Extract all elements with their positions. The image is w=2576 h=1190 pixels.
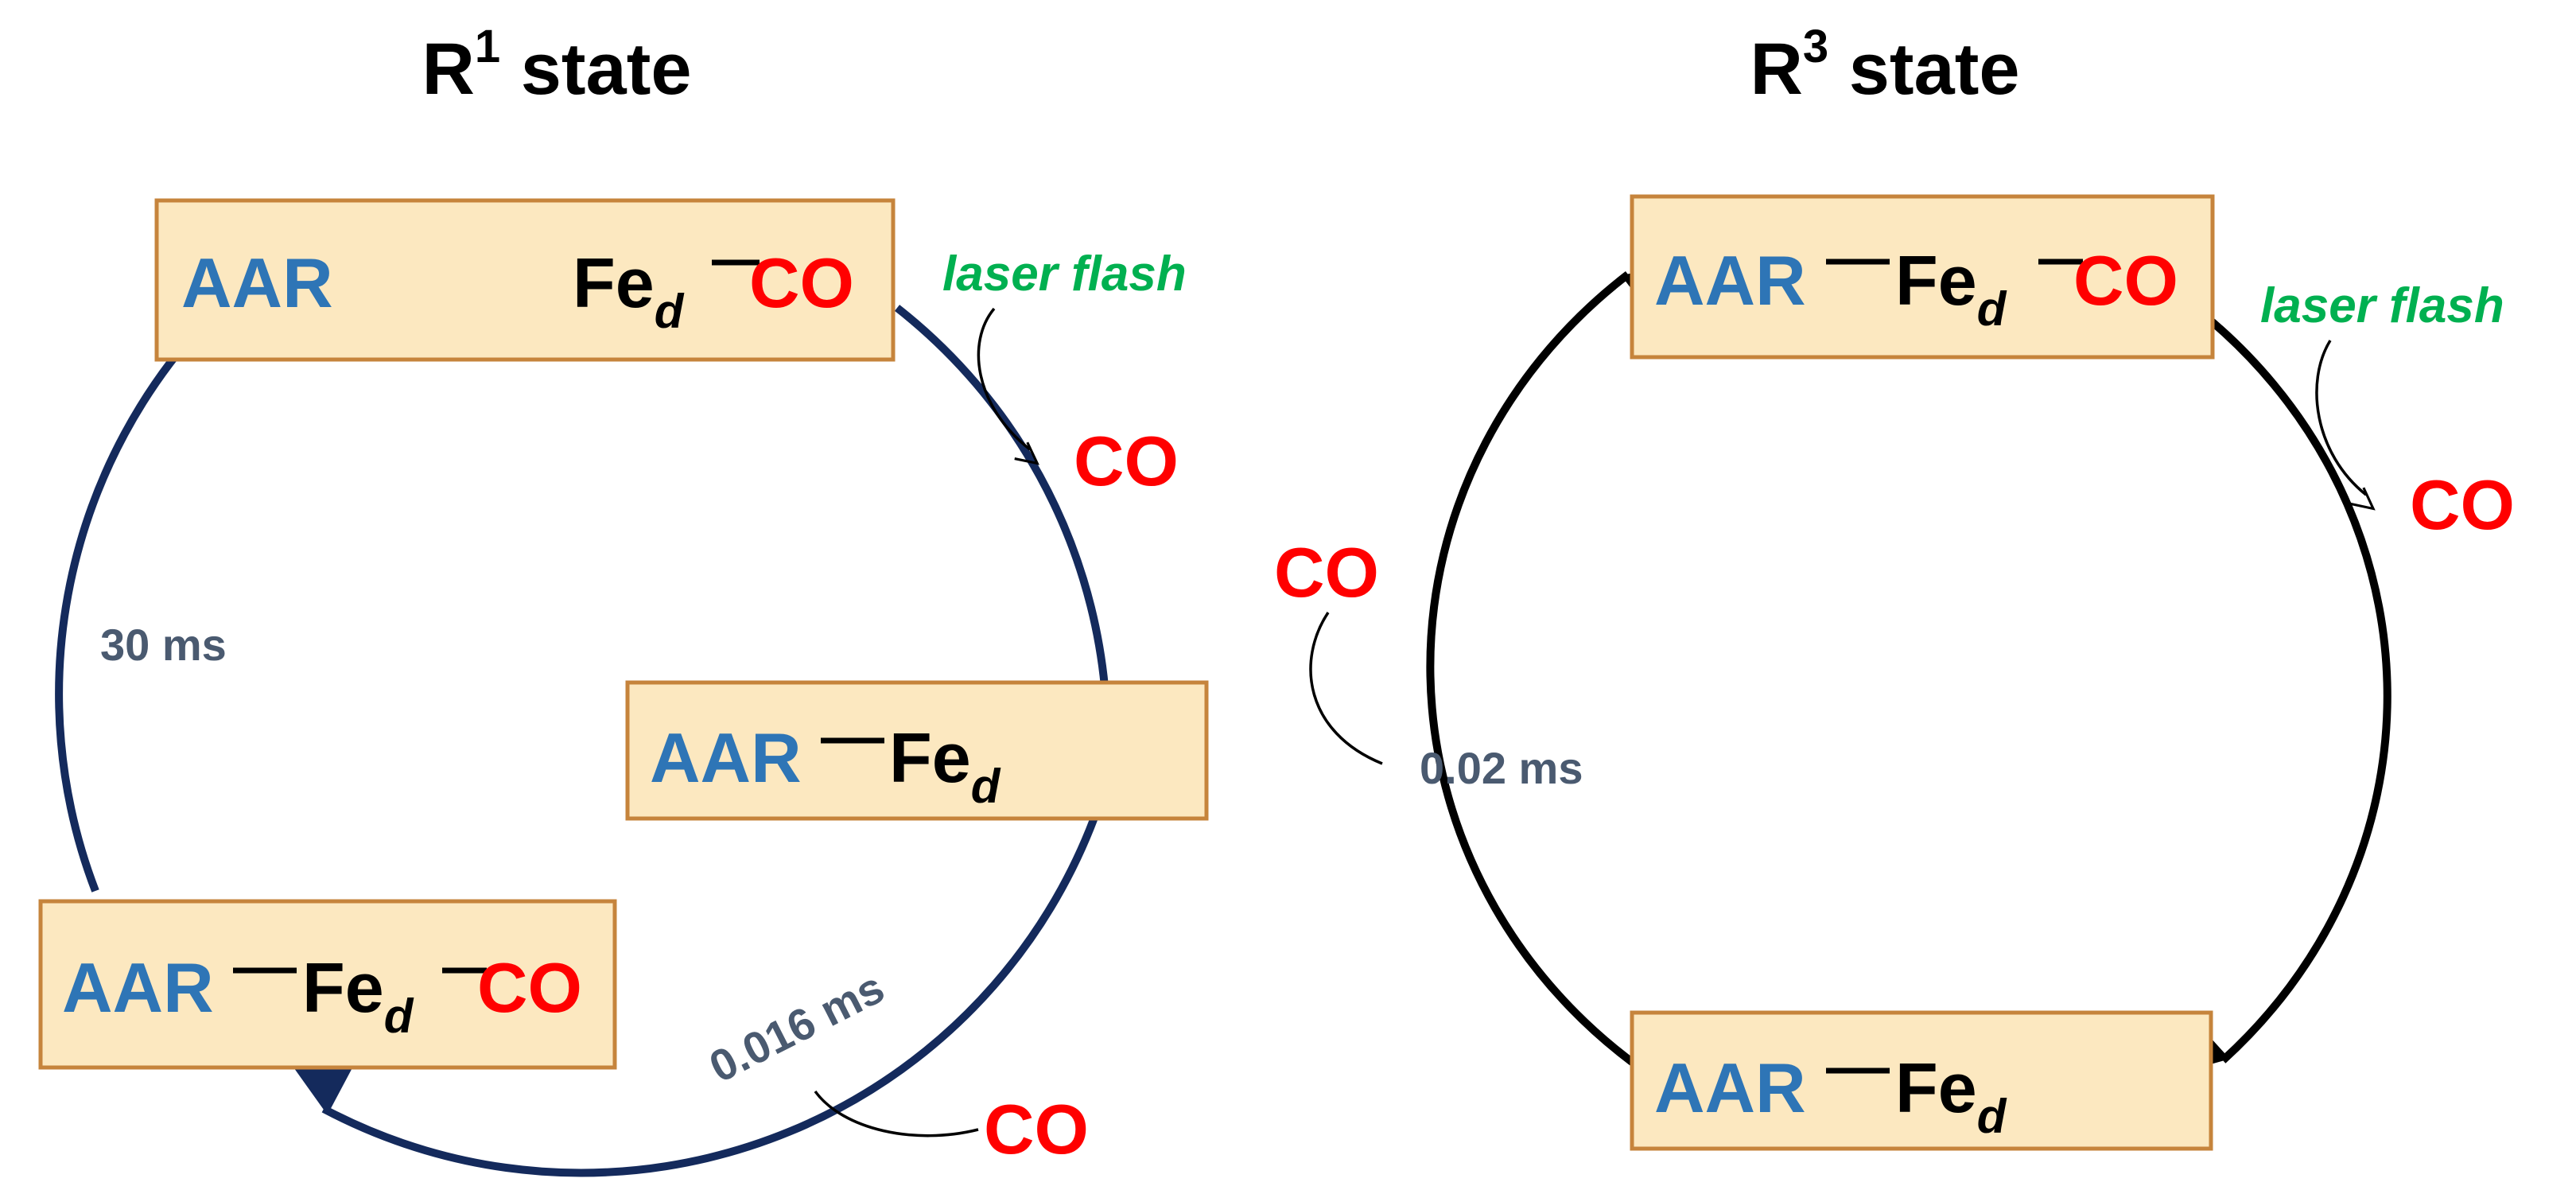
r1-state-box-bottom	[38, 899, 617, 1070]
r3-released-co: CO	[2410, 465, 2515, 544]
r3-state-box-bottom	[1630, 1010, 2213, 1151]
r1-co-release-arrow	[977, 307, 1039, 465]
r1-state-photolysed: AAR Fed	[625, 680, 1209, 821]
r1-bottom-co: CO	[477, 948, 582, 1027]
r1-laser-flash-label: laser flash	[942, 247, 1187, 301]
r3-title: R3 state	[1750, 21, 2019, 110]
r3-bottom-aar: AAR	[1654, 1048, 1806, 1127]
r1-arc-photolysis	[894, 305, 1109, 741]
r1-bottom-fe: Fed	[302, 948, 414, 1043]
r1-state-rebound: AAR Fed CO	[38, 899, 617, 1070]
r3-arc-rebinding	[1426, 262, 1684, 1075]
r1-state-box-right	[625, 680, 1209, 821]
r3-top-fe-label: Fe	[1895, 241, 1977, 320]
r3-rate-binding: 0.02 ms	[1420, 743, 1583, 793]
r3-arc-photolysis	[2168, 311, 2391, 1076]
r3-title-main: R	[1750, 29, 1802, 110]
r3-bottom-fe-sub: d	[1977, 1090, 2007, 1143]
r3-co-binding-curve	[1309, 612, 1383, 765]
r3-laser-flash-label: laser flash	[2260, 278, 2504, 333]
r1-bottom-fe-sub: d	[384, 990, 414, 1043]
r3-title-rest: state	[1828, 29, 2019, 110]
r1-rate-recovery: 30 ms	[100, 620, 227, 670]
r1-rate-binding: 0.016 ms	[701, 962, 892, 1092]
r1-top-fe-label: Fe	[573, 243, 655, 322]
r1-title-sup: 1	[475, 21, 500, 72]
r1-bottom-aar: AAR	[62, 948, 214, 1027]
r1-state-dissociated-bound: AAR Fed CO	[154, 198, 896, 362]
r1-right-fe: Fed	[889, 718, 1001, 813]
r1-top-co: CO	[749, 243, 854, 322]
r1-co-binding-curve	[814, 1090, 979, 1138]
r1-right-aar: AAR	[650, 718, 802, 797]
r1-released-co: CO	[1074, 422, 1179, 500]
r1-title-rest: state	[500, 29, 691, 110]
r3-top-fe-sub: d	[1977, 282, 2007, 336]
r3-bound-co: CO	[1274, 533, 1379, 612]
r3-top-fe: Fed	[1895, 241, 2007, 336]
r3-state-photolysed: AAR Fed	[1630, 1010, 2213, 1151]
r3-state-box-top	[1630, 194, 2215, 360]
r3-bottom-fe-label: Fe	[1895, 1048, 1977, 1127]
r3-top-co: CO	[2073, 241, 2178, 320]
r1-top-fe: Fed	[573, 243, 685, 338]
r1-top-fe-sub: d	[655, 285, 685, 338]
r1-state-box-top	[154, 198, 896, 362]
r1-arc-rebinding	[289, 686, 1109, 1177]
r3-state-bound: AAR Fed CO	[1630, 194, 2215, 360]
r1-top-aar: AAR	[181, 243, 333, 322]
r1-title: R1 state	[422, 21, 691, 110]
r3-cycle: R3 state AAR Fed CO AAR Fed laser flash …	[1274, 21, 2515, 1151]
r3-bottom-fe: Fed	[1895, 1048, 2007, 1143]
r1-title-main: R	[422, 29, 474, 110]
r3-top-aar: AAR	[1654, 241, 1806, 320]
r3-co-release-arrow	[2315, 340, 2376, 511]
r3-title-sup: 3	[1803, 21, 1828, 72]
r1-right-fe-label: Fe	[889, 718, 971, 797]
r1-bound-co: CO	[984, 1090, 1089, 1169]
r1-arc-relaxation	[55, 291, 269, 892]
r1-cycle: R1 state AAR Fed CO AAR Fed AAR Fed CO	[38, 21, 1209, 1177]
r1-bottom-fe-label: Fe	[302, 948, 384, 1027]
r1-right-fe-sub: d	[971, 760, 1001, 813]
